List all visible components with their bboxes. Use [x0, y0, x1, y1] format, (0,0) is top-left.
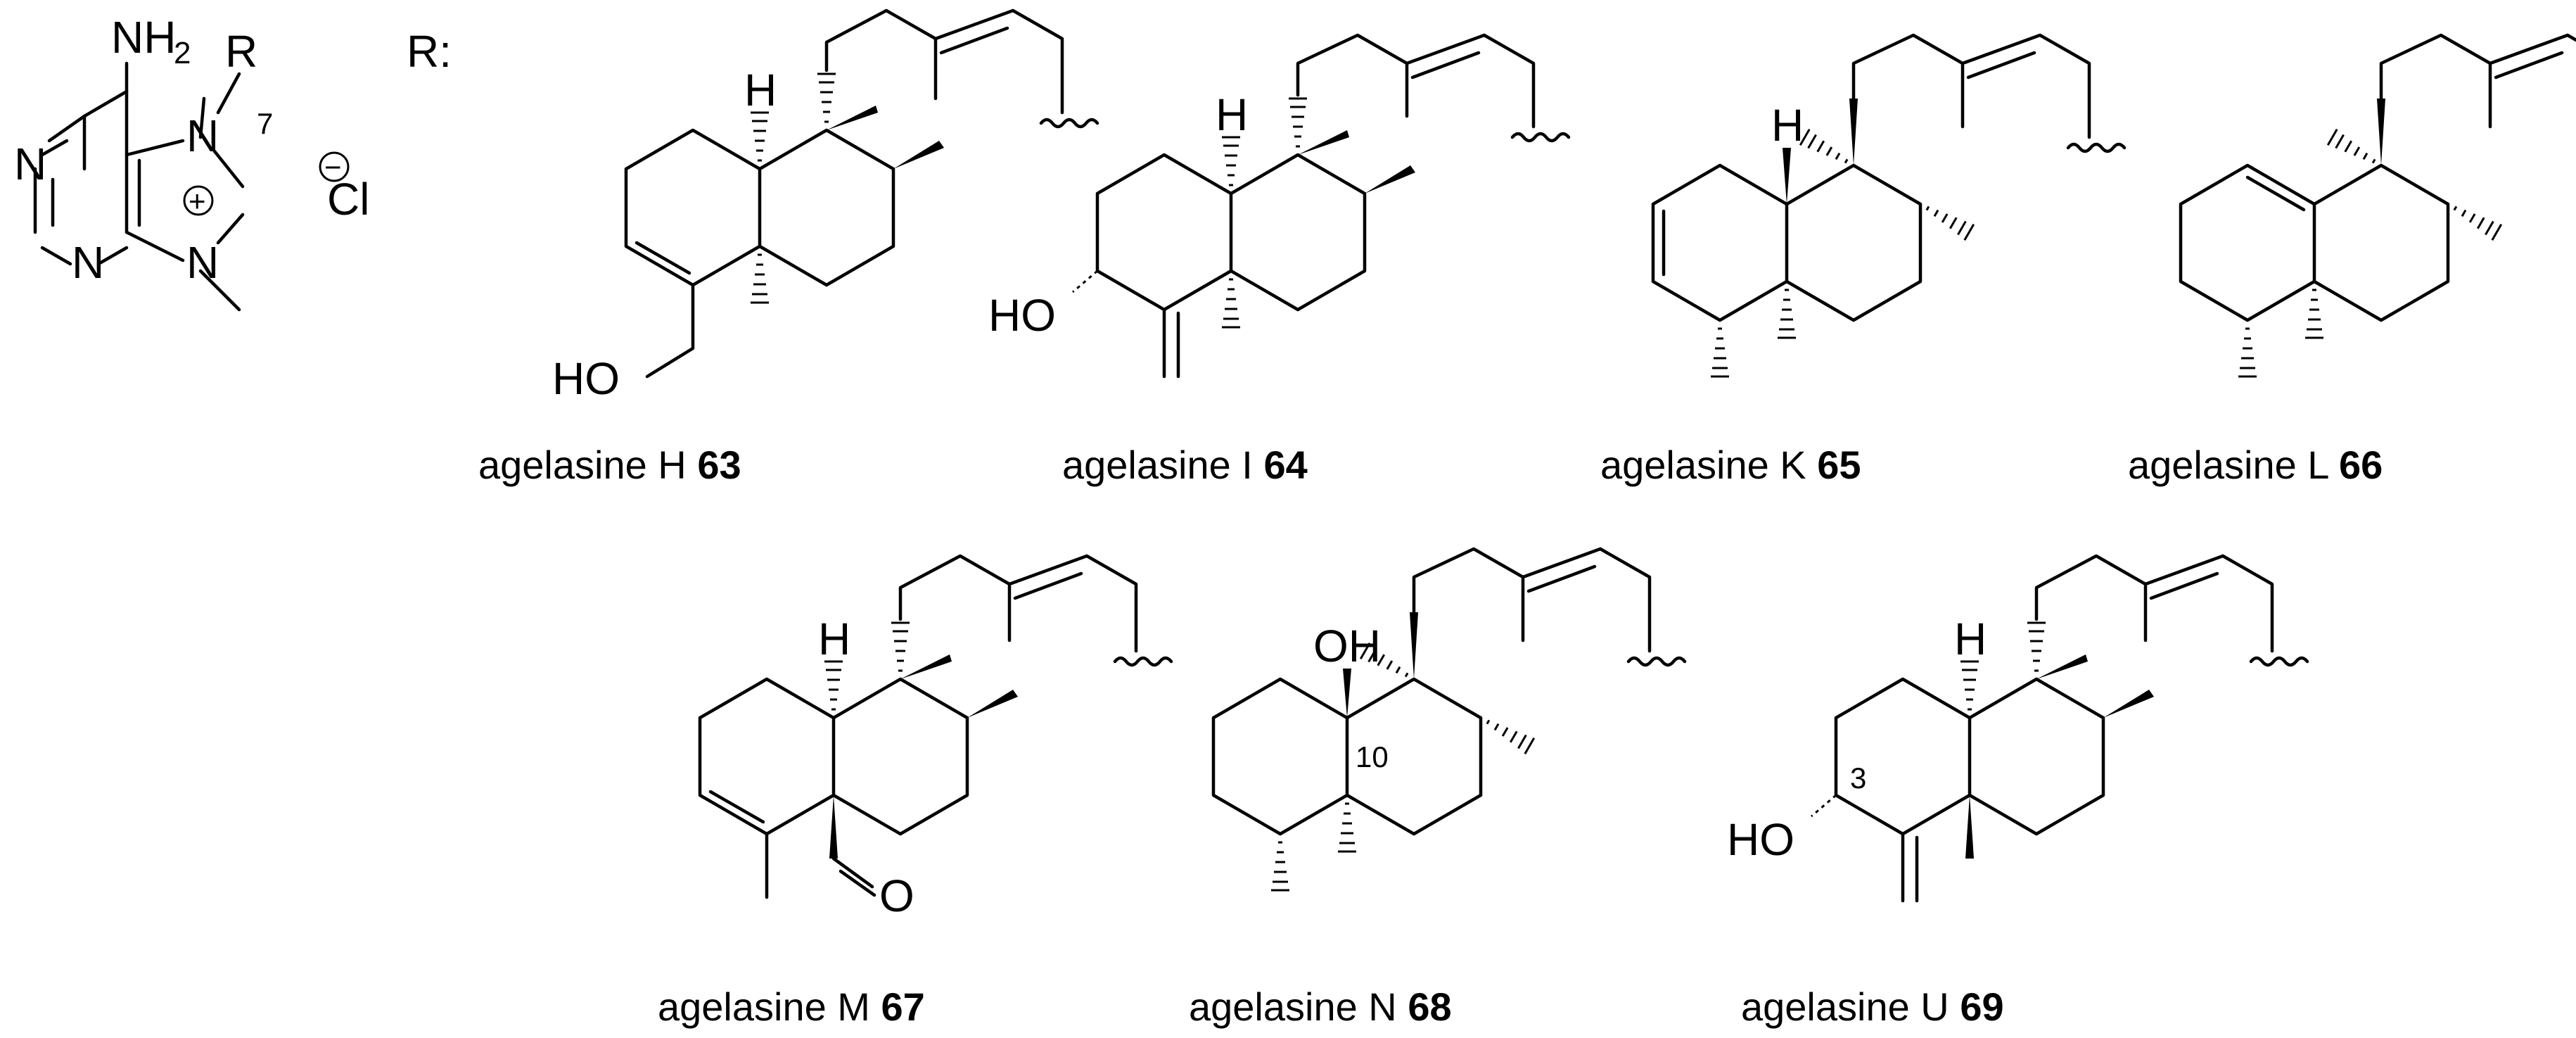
- locant-10-label: 10: [1356, 740, 1389, 773]
- aldehyde-o-label: O: [879, 871, 914, 921]
- structure-agelasine-n: OH 10: [1213, 547, 1685, 892]
- structure-agelasine-l: [2181, 33, 2576, 378]
- h-label: H: [1216, 89, 1248, 140]
- structure-agelasine-i: HO H: [988, 33, 1569, 379]
- h-label: H: [1771, 100, 1804, 151]
- h-label: H: [744, 65, 777, 115]
- n7-label: N: [186, 110, 219, 161]
- h-label: H: [818, 614, 850, 664]
- structure-agelasine-k: H: [1653, 33, 2124, 378]
- negative-charge: −: [324, 151, 342, 184]
- caption-agelasine-m: agelasine M 67: [658, 985, 925, 1029]
- n1-label: N: [14, 139, 46, 189]
- amine-subscript: 2: [174, 36, 191, 70]
- caption-agelasine-h: agelasine H 63: [478, 443, 741, 487]
- chloride-label: Cl: [327, 174, 369, 224]
- structure-agelasine-h: HO H: [552, 8, 1097, 404]
- ho-label: HO: [988, 290, 1056, 341]
- structure-agelasine-u: HO 3 H: [1727, 554, 2307, 903]
- caption-agelasine-l: agelasine L 66: [2128, 443, 2383, 487]
- locant-3-label: 3: [1850, 761, 1866, 795]
- h-label: H: [1954, 614, 1987, 664]
- oh-label: OH: [1313, 621, 1381, 671]
- amine-nh-label: NH: [111, 12, 176, 63]
- r-group-header: R:: [407, 26, 452, 77]
- caption-agelasine-i: agelasine I 64: [1062, 443, 1308, 487]
- caption-agelasine-n: agelasine N 68: [1189, 985, 1452, 1029]
- caption-agelasine-u: agelasine U 69: [1741, 985, 2004, 1029]
- n3-label: N: [72, 237, 104, 288]
- caption-agelasine-k: agelasine K 65: [1600, 443, 1861, 487]
- positive-charge: +: [189, 184, 206, 217]
- ho-label: HO: [1727, 814, 1794, 865]
- structure-agelasine-m: O H: [700, 554, 1171, 921]
- ho-label: HO: [552, 353, 620, 404]
- position-7-label: 7: [257, 107, 273, 140]
- r-substituent-label: R: [225, 26, 257, 77]
- purinium-core: NH 2 R N 7 N N N + − Cl R:: [14, 12, 452, 312]
- n9-label: N: [186, 237, 219, 288]
